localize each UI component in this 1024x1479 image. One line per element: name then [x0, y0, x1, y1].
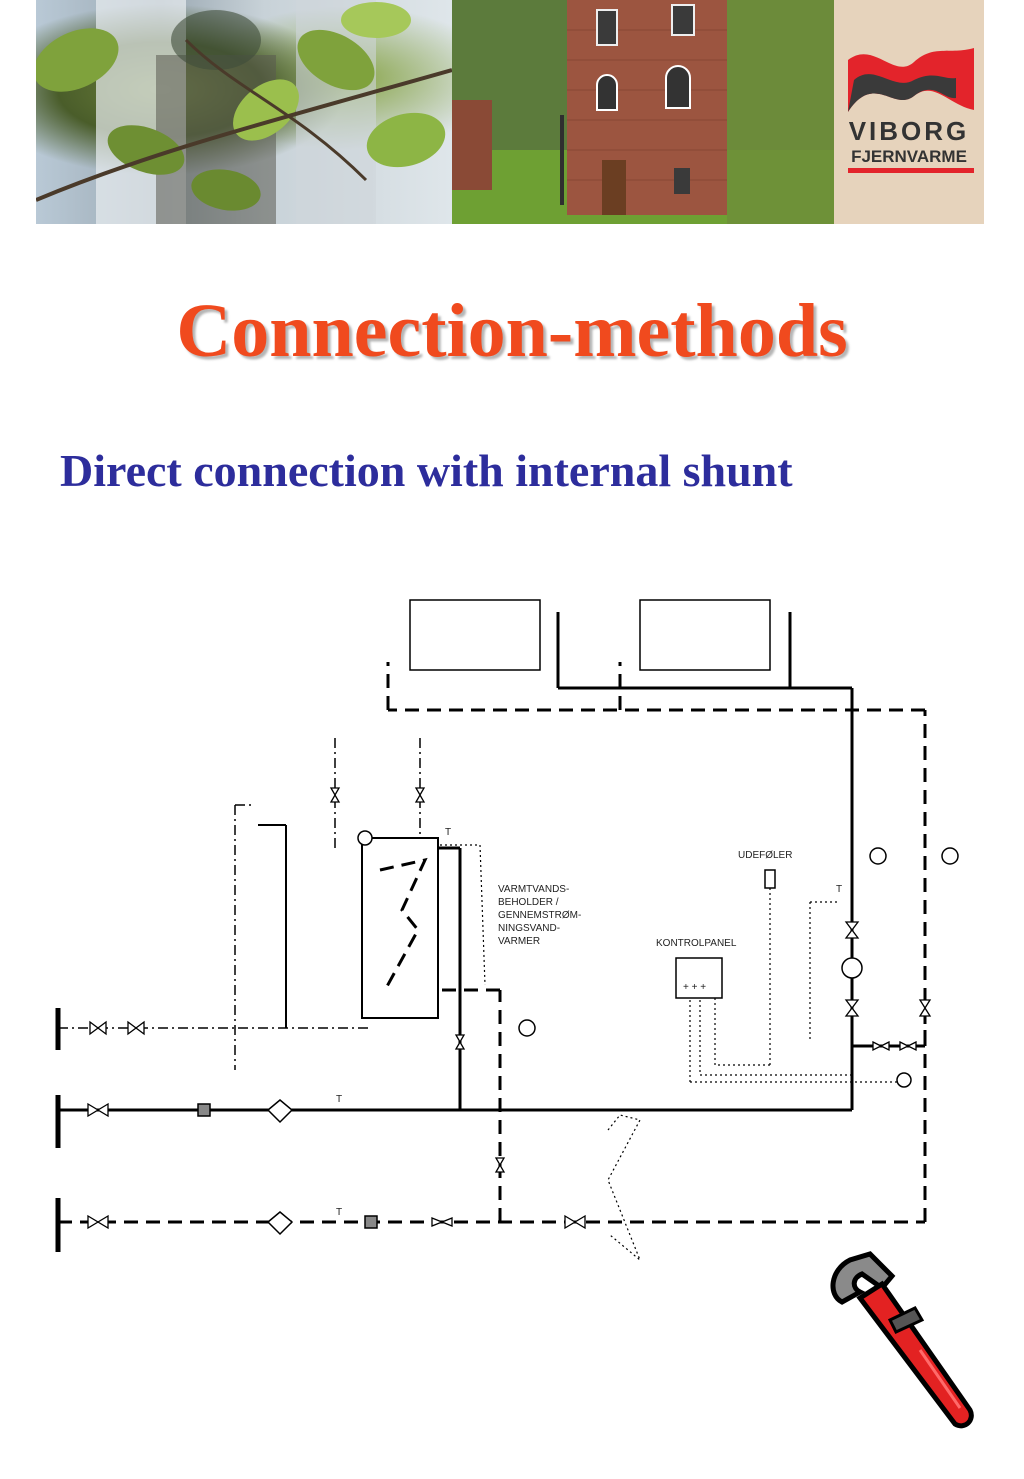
radiators [409, 599, 771, 671]
leaves-photo-art [36, 0, 452, 224]
control-wiring [440, 844, 905, 1261]
circulation-pump [841, 957, 863, 979]
diagram-labels: VARMTVANDS- BEHOLDER / GENNEMSTRØM- NING… [336, 827, 842, 1218]
t-mark-2: T [336, 1207, 342, 1218]
t-mark-3: T [445, 827, 451, 838]
filter-supply [266, 1099, 294, 1124]
logo-line2: FJERNVARME [851, 147, 967, 166]
filter-return [266, 1211, 294, 1236]
return-pipes [58, 662, 927, 1224]
brick-building-photo [452, 0, 834, 224]
tank-label-3: GENNEMSTRØM- [498, 910, 581, 921]
motor-valve [896, 1072, 912, 1088]
tank-label-5: VARMER [498, 936, 540, 947]
viborg-logo-mark: VIBORG FJERNVARME [848, 48, 974, 173]
control-panel-label: KONTROLPANEL [656, 938, 737, 949]
logo-line1: VIBORG [849, 116, 970, 146]
components [197, 830, 959, 1236]
supply-pipes [55, 612, 927, 1252]
gauge-right-1 [869, 847, 887, 865]
gauge-mid [518, 1019, 536, 1037]
header-banner: VIBORG FJERNVARME [36, 0, 984, 224]
valves [87, 787, 932, 1230]
viborg-logo: VIBORG FJERNVARME [834, 0, 984, 224]
leaves-photo [36, 0, 452, 224]
strainer-return [364, 1215, 378, 1229]
heat-exchanger-tank [258, 824, 439, 1028]
tank-label-1: VARMTVANDS- [498, 884, 569, 895]
connection-diagram: VARMTVANDS- BEHOLDER / GENNEMSTRØM- NING… [55, 599, 959, 1261]
gauge-tank [357, 830, 373, 846]
tank-label-4: NINGSVAND- [498, 923, 560, 934]
pipe-wrench-icon [830, 1251, 974, 1429]
tank-label-2: BEHOLDER / [498, 897, 559, 908]
control-panel-symbols: + + + [683, 982, 706, 993]
t-mark-4: T [836, 884, 842, 895]
t-mark-1: T [336, 1094, 342, 1105]
brick-building-photo-art [452, 0, 834, 224]
control-panel-box [675, 957, 723, 999]
outdoor-sensor-label: UDEFØLER [738, 850, 792, 861]
gauge-right-2 [941, 847, 959, 865]
page-title: Connection-methods [176, 289, 848, 373]
page-subtitle: Direct connection with internal shunt [60, 445, 793, 496]
logo-underline [848, 168, 974, 173]
strainer-supply [197, 1103, 211, 1117]
outdoor-sensor [764, 869, 776, 889]
